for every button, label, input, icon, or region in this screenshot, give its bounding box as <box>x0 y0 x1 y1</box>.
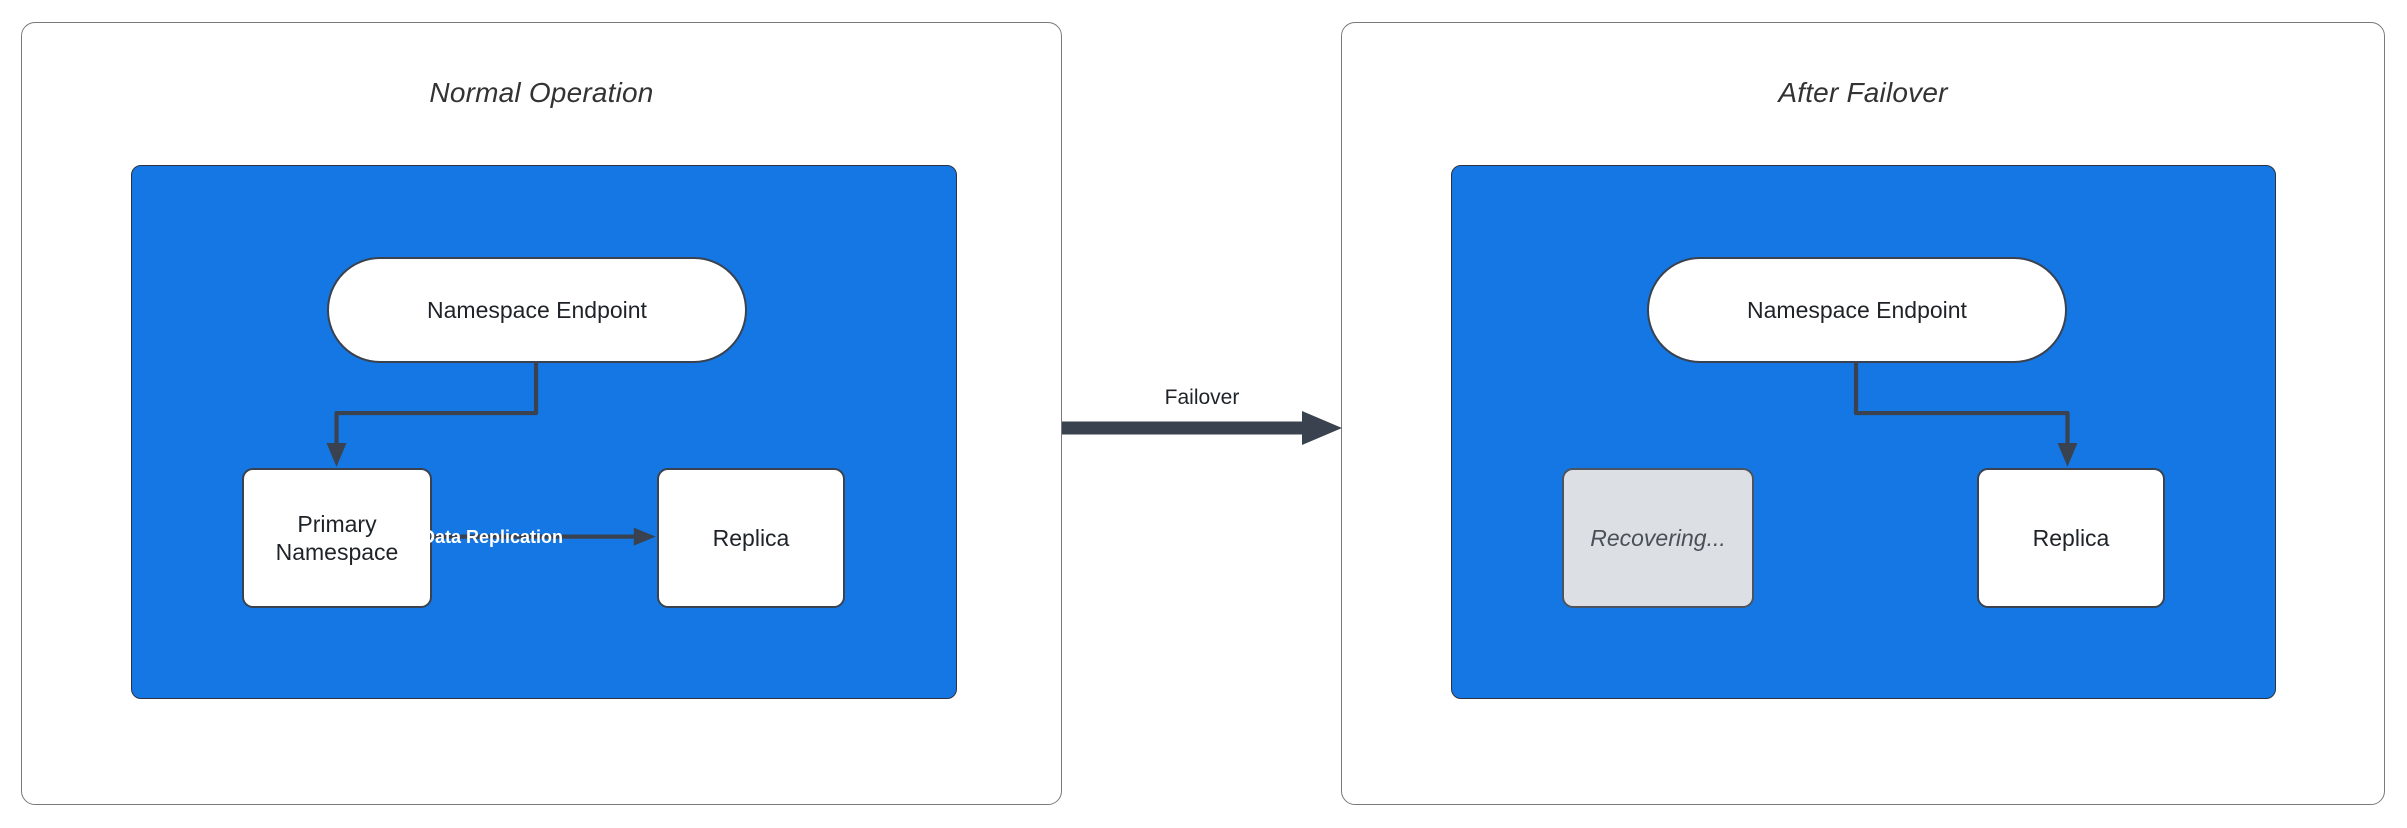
arrowhead-endpoint-to-replica <box>2057 442 2078 467</box>
node-namespace-endpoint-normal[interactable]: Namespace Endpoint <box>327 257 747 363</box>
node-replica-failover[interactable]: Replica <box>1977 468 2165 608</box>
node-recovering[interactable]: Recovering... <box>1562 468 1754 608</box>
panel-after-failover: After Failover Namespace Endpoint Recove… <box>1341 22 2385 805</box>
arrowhead-primary-to-replica <box>633 527 656 546</box>
cluster-box-after-failover: Namespace Endpoint Recovering... Replica <box>1451 165 2276 699</box>
edges-after-failover <box>1853 362 2078 467</box>
edge-label-data-replication: Data Replication <box>422 527 564 547</box>
edges-normal-operation <box>326 362 656 546</box>
panel-title-after-failover: After Failover <box>1778 77 1948 108</box>
panel-title-normal-operation: Normal Operation <box>429 77 654 108</box>
failover-arrowhead <box>1302 411 1342 445</box>
failover-transition-label: Failover <box>1164 386 1240 409</box>
edge-endpoint-to-replica <box>1853 362 2070 453</box>
failover-transition-arrow <box>1062 411 1342 445</box>
arrowhead-endpoint-to-primary <box>326 442 347 467</box>
node-namespace-endpoint-failover[interactable]: Namespace Endpoint <box>1647 257 2067 363</box>
edge-endpoint-to-primary <box>334 362 539 453</box>
node-replica-normal[interactable]: Replica <box>657 468 845 608</box>
node-primary-namespace[interactable]: Primary Namespace <box>242 468 432 608</box>
panel-normal-operation: Normal Operation Data Replication Namesp… <box>21 22 1062 805</box>
cluster-box-normal-operation: Data Replication Namespace Endpoint Prim… <box>131 165 957 699</box>
